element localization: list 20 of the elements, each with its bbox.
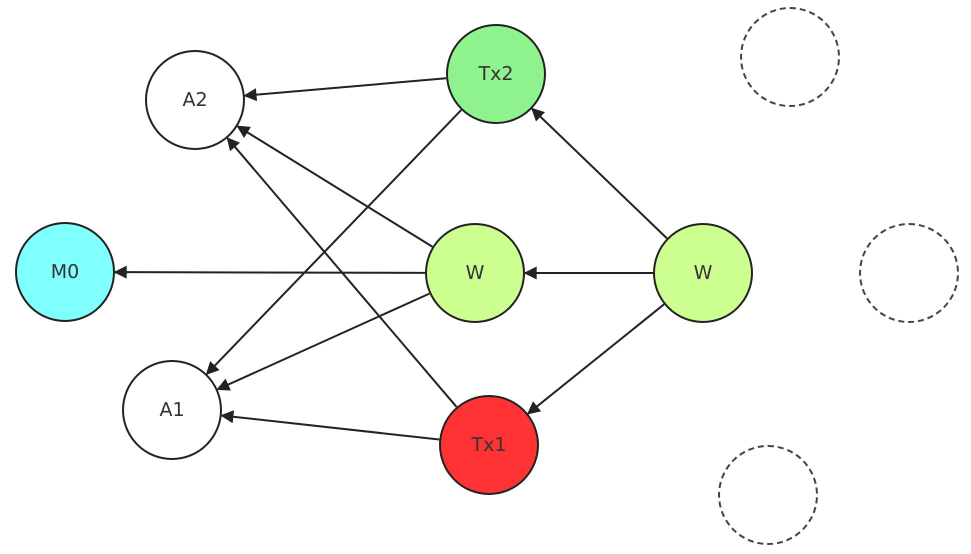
arrow [226, 137, 458, 408]
arrow [524, 266, 653, 280]
arrow [244, 77, 446, 102]
node-label: A1 [159, 399, 185, 421]
arrow [220, 410, 440, 440]
dashed-circle [859, 223, 959, 323]
arrow [236, 125, 433, 248]
node-label: Tx1 [472, 434, 506, 456]
dashed-circle [740, 7, 840, 107]
node-label: A2 [182, 89, 208, 111]
arrow [206, 109, 462, 375]
dashed-circle [718, 445, 818, 545]
arrow [216, 292, 430, 390]
node-label: M0 [50, 261, 80, 283]
node-label: W [466, 262, 484, 284]
arrow [114, 266, 425, 279]
node-label: Tx2 [478, 63, 514, 85]
node-label: W [694, 262, 712, 284]
arrow [531, 108, 668, 240]
arrow [526, 304, 665, 414]
